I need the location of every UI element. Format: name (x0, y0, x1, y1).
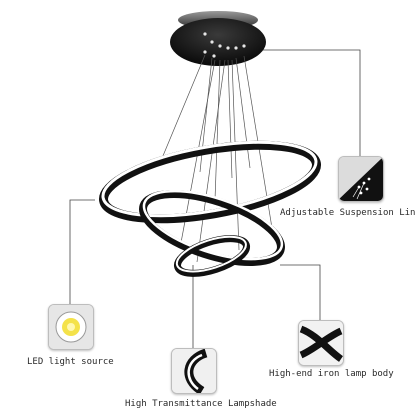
led-chip-icon (48, 304, 94, 350)
iron-ring-detail-icon (298, 320, 344, 366)
leader-led (69, 199, 95, 310)
iron-label: High-end iron lamp body (269, 369, 394, 379)
shade-label: High Transmittance Lampshade (125, 399, 277, 409)
ceiling-canopy (170, 11, 266, 66)
suspension-label: Adjustable Suspension Line (280, 208, 416, 218)
leader-iron (280, 264, 321, 320)
ring-small (173, 235, 251, 277)
led-label: LED light source (27, 357, 114, 367)
leader-lines (69, 49, 361, 350)
ring-large (98, 140, 322, 224)
leader-suspension (250, 49, 361, 156)
lampshade-detail-icon (171, 348, 217, 394)
ring-medium (139, 189, 285, 266)
suspension-detail-icon (338, 156, 384, 202)
